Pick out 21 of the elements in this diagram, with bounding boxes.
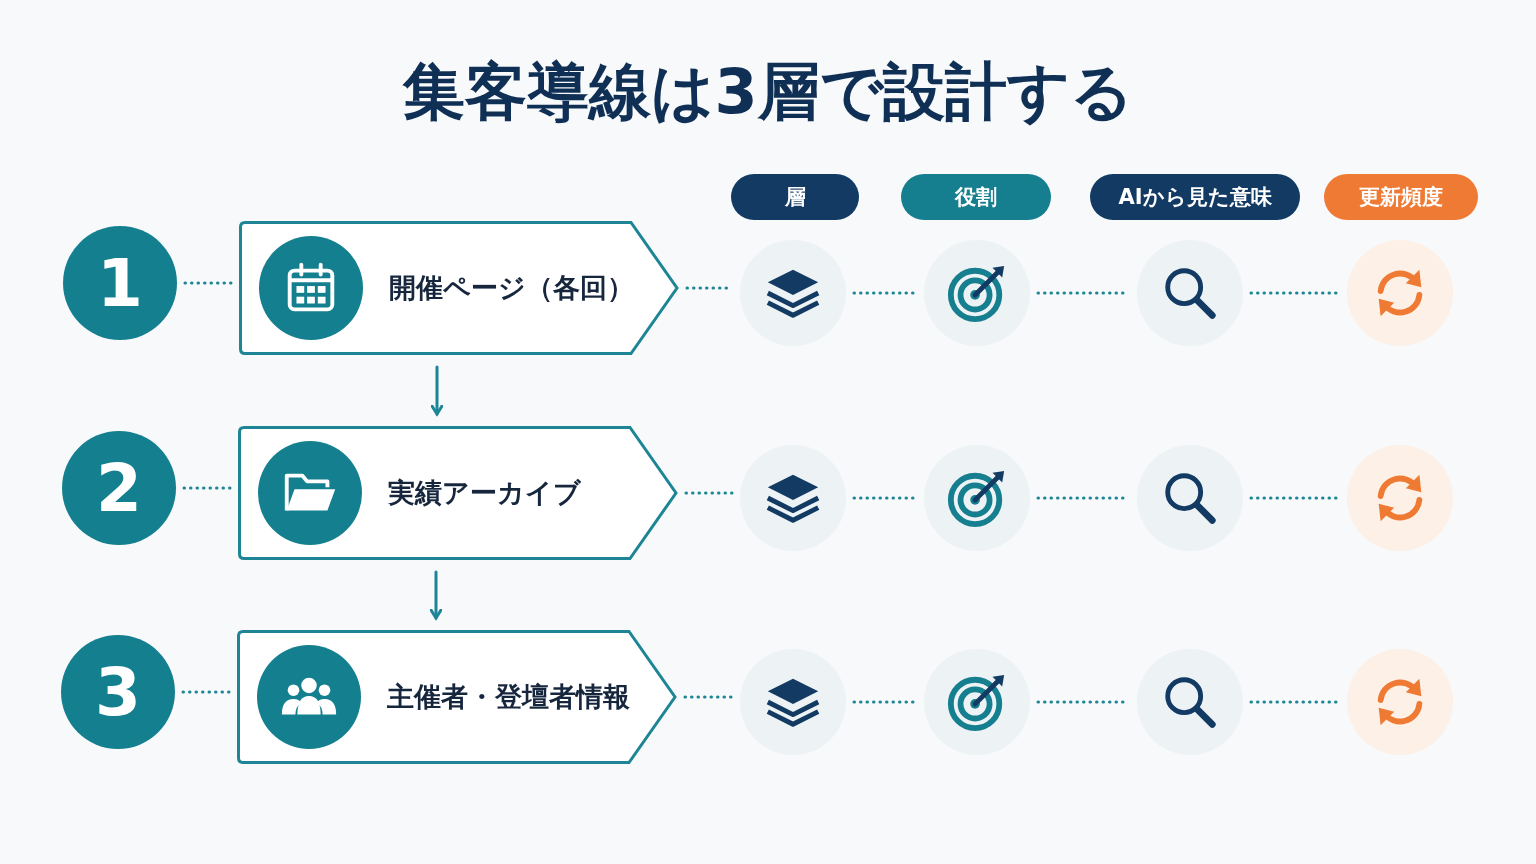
step-number: 3 (61, 635, 175, 749)
page-title: 集客導線は3層で設計する (403, 54, 1133, 130)
dotted-connector (183, 281, 233, 285)
step-number: 1 (63, 226, 177, 340)
column-header: 層 (731, 174, 859, 220)
column-header: 更新頻度 (1324, 174, 1478, 220)
dotted-connector (181, 690, 231, 694)
box-label: 主催者・登壇者情報 (387, 680, 630, 714)
step-box (238, 426, 678, 560)
column-header: 役割 (901, 174, 1051, 220)
box-label: 開催ページ（各回） (389, 271, 634, 305)
column-header: AIから見た意味 (1090, 174, 1300, 220)
box-label: 実績アーカイブ (388, 476, 581, 510)
step-number: 2 (62, 431, 176, 545)
dotted-connector (684, 491, 734, 495)
step-box (237, 630, 677, 764)
dotted-connector (683, 695, 734, 699)
arrow (429, 570, 443, 620)
step-box (239, 221, 679, 355)
arrow (430, 365, 444, 416)
dotted-connector (182, 486, 232, 490)
